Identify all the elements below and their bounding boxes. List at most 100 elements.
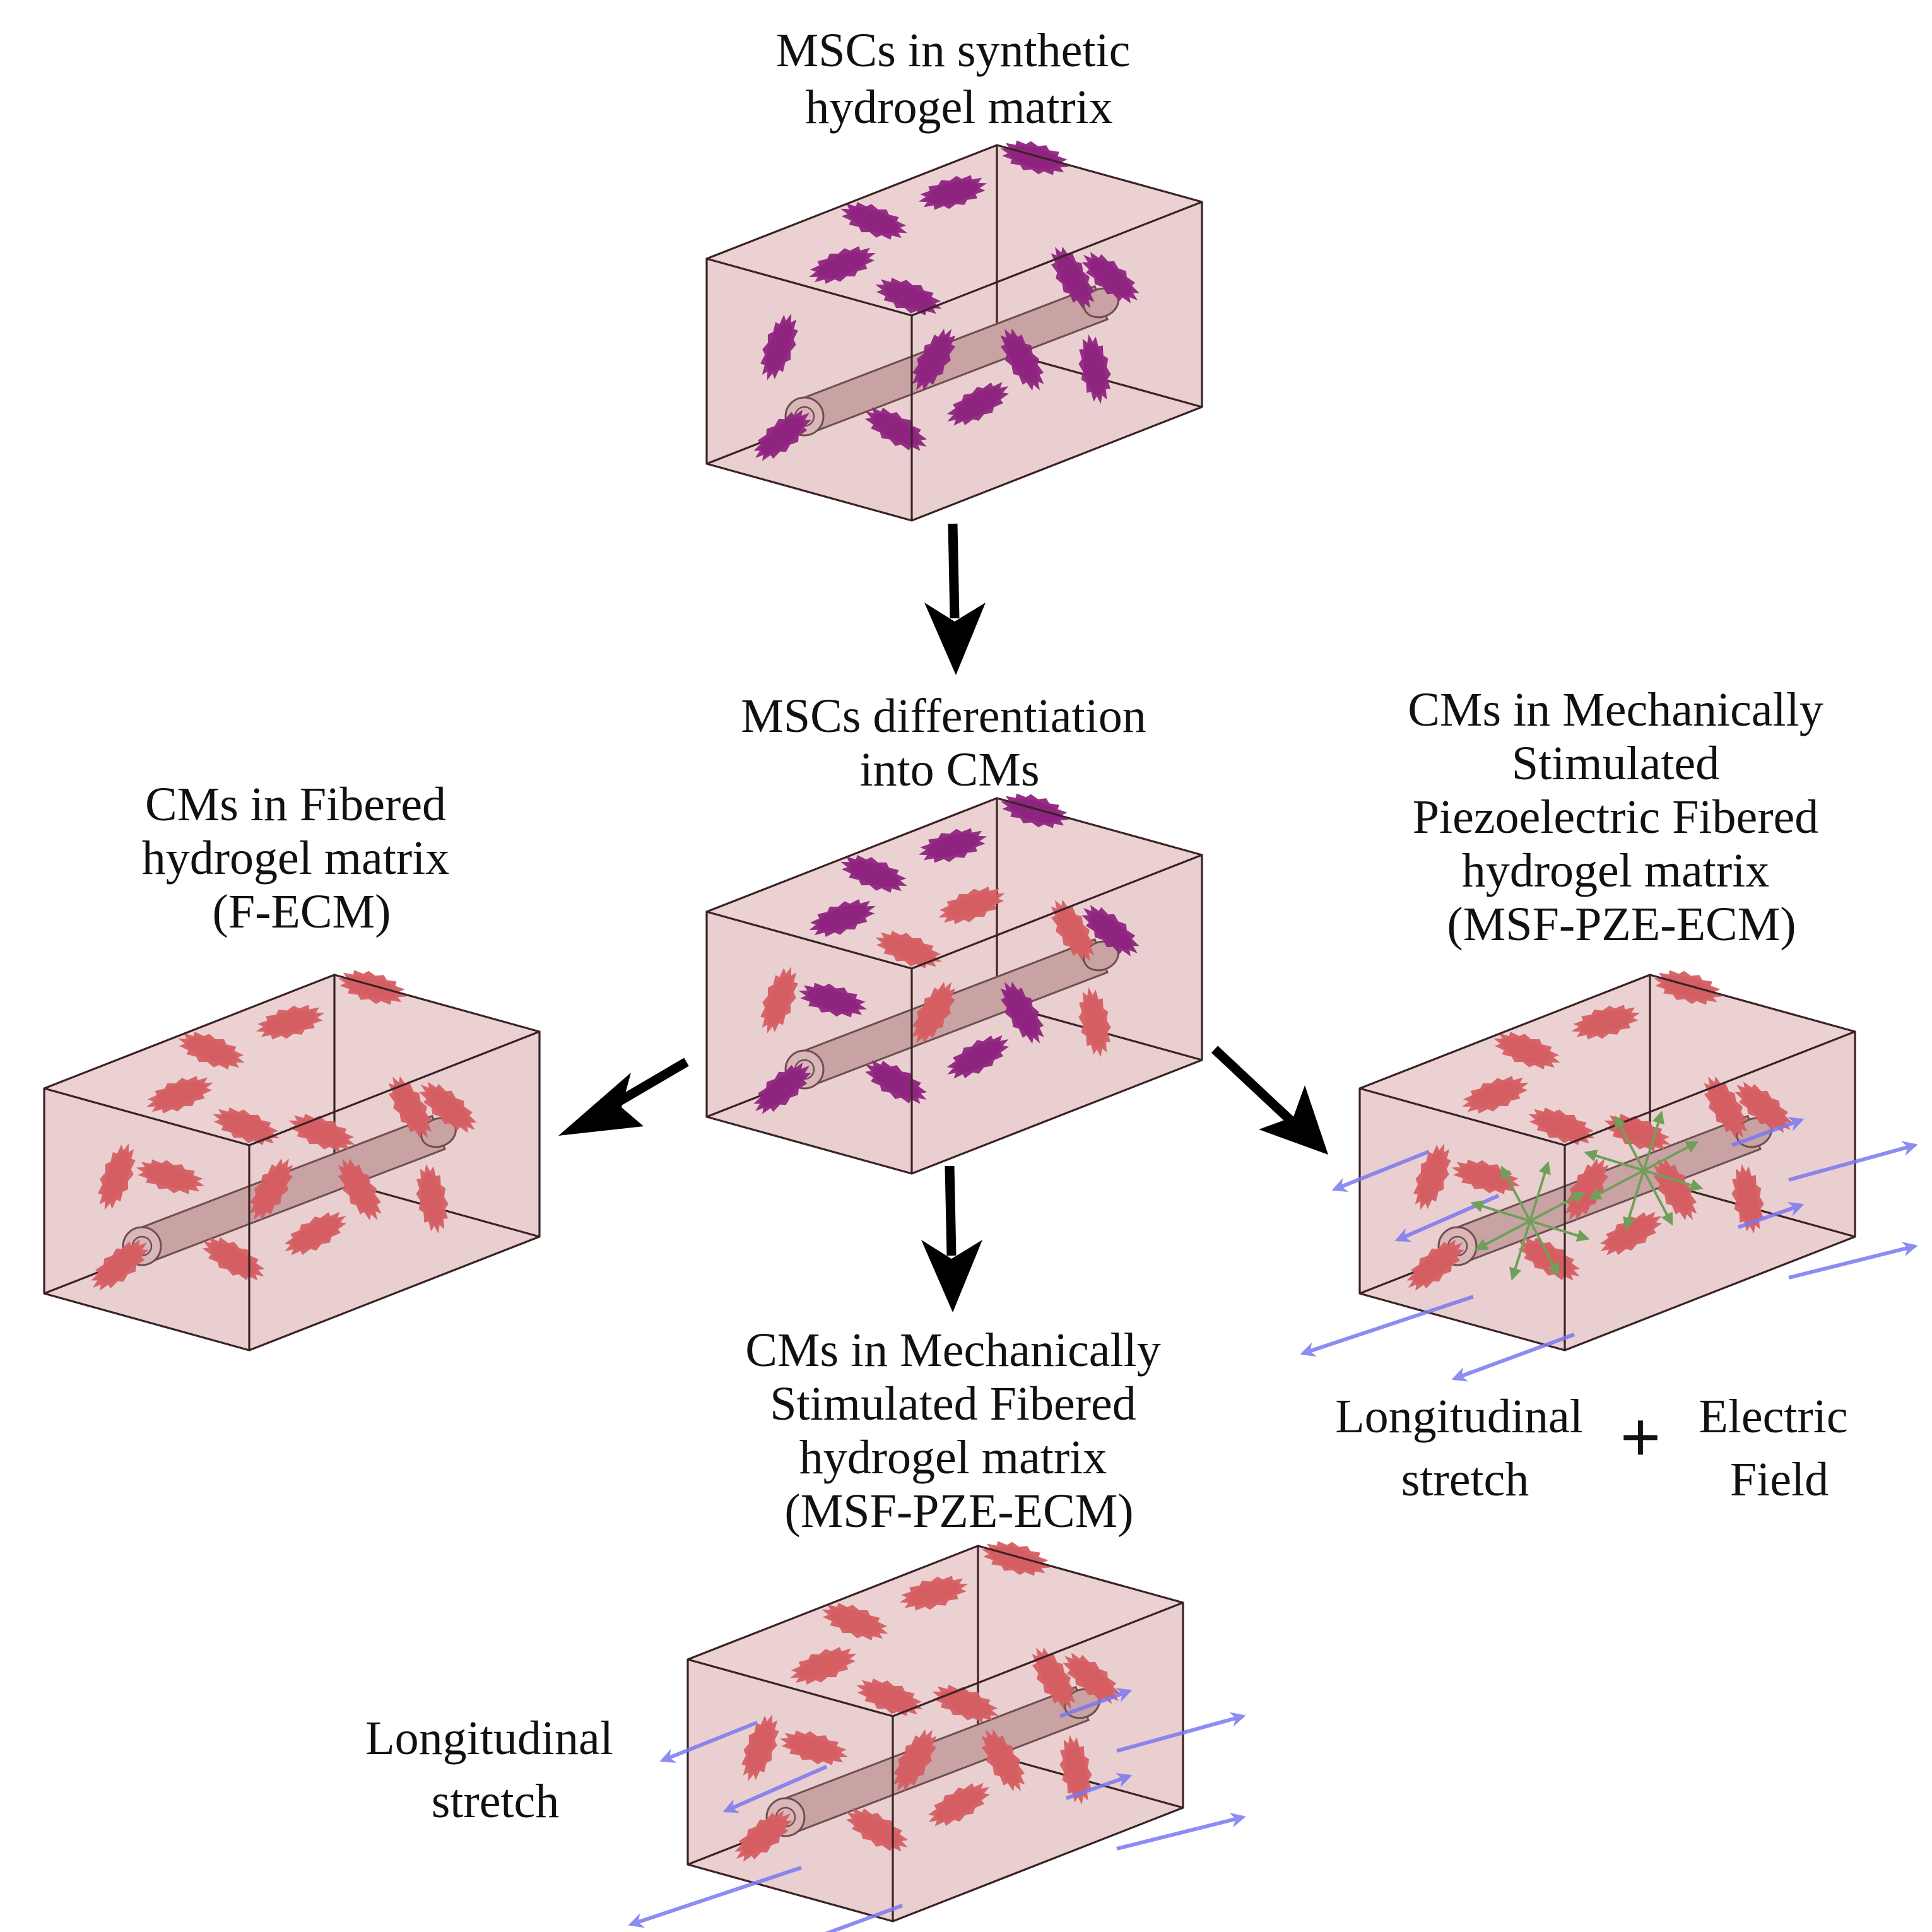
cm-cell (388, 1076, 432, 1139)
cm-cell (338, 1158, 382, 1221)
msc-cell (946, 382, 1010, 426)
msc-cell (1000, 328, 1044, 391)
cube-f-ecm (43, 970, 541, 1352)
stretch-arrow (1300, 1295, 1474, 1357)
flow-arrow-middle-to-left (558, 1057, 689, 1136)
msc-cell (760, 314, 798, 380)
stretch-arrow (722, 1765, 828, 1813)
stretch-arrow (1116, 1712, 1246, 1753)
cm-cell (1704, 1076, 1748, 1139)
cm-cell (822, 1603, 888, 1640)
cm-cell (416, 1163, 449, 1234)
msc-cell (840, 855, 907, 893)
cm-cell (899, 1576, 969, 1611)
msc-cell (1000, 981, 1044, 1044)
stretch-arrows (628, 1688, 1246, 1932)
msc-cell (918, 828, 987, 863)
stretch-arrow (1331, 1150, 1430, 1193)
field-arrow (1643, 1141, 1699, 1172)
stretch-arrow (1059, 1688, 1133, 1718)
cm-cell (284, 1211, 347, 1256)
stretch-arrow (659, 1721, 758, 1764)
cm-cell (875, 931, 942, 969)
cm-cell (760, 967, 798, 1034)
msc-cell (840, 202, 907, 240)
field-arrow (1529, 1220, 1590, 1242)
stretch-arrow (1788, 1242, 1918, 1280)
field-arrow (1642, 1110, 1664, 1171)
flow-arrow-middle-to-right (1211, 1046, 1328, 1155)
cm-cell (98, 1143, 136, 1210)
field-arrow (1529, 1220, 1560, 1276)
cube-msc-hydrogel (705, 140, 1203, 522)
field-arrow (1643, 1169, 1704, 1191)
cm-cell (856, 1678, 923, 1716)
cm-cell (213, 1107, 280, 1145)
stretch-arrow (628, 1866, 802, 1928)
msc-cell (918, 175, 987, 210)
cm-cell (91, 1239, 149, 1291)
label-electric-field: Electric Field (1699, 1390, 1859, 1506)
field-arrow (1642, 1170, 1673, 1226)
msc-cell (912, 328, 956, 391)
stretch-arrow (1116, 1813, 1246, 1851)
field-arrow (1470, 1200, 1531, 1222)
cm-cell (1462, 1076, 1529, 1114)
stretch-arrow (1451, 1333, 1576, 1382)
label-plus: + (1620, 1398, 1661, 1476)
cm-cell (1528, 1107, 1595, 1145)
label-left: CMs in Fibered hydrogel matrix (F-ECM) (142, 778, 462, 938)
field-arrow (1614, 1115, 1645, 1171)
field-arrow (1623, 1170, 1645, 1230)
label-stretch-bottom: Longitudinal stretch (365, 1712, 625, 1828)
field-arrow (1529, 1161, 1551, 1222)
msc-cell (1081, 905, 1140, 957)
cm-cell (136, 1159, 205, 1194)
label-middle: MSCs differentiation into CMs (741, 690, 1158, 796)
cm-cell (912, 981, 956, 1044)
field-arrow (1588, 1169, 1644, 1200)
cm-cell (1413, 1143, 1451, 1210)
field-arrow (1509, 1220, 1531, 1281)
field-arrow (1584, 1150, 1644, 1172)
field-arrow (1500, 1165, 1531, 1222)
cube-msf-pze-ecm (1300, 970, 1918, 1382)
cm-cell (790, 1647, 857, 1685)
msc-cell (946, 1035, 1010, 1079)
stretch-arrow (1066, 1773, 1133, 1800)
msc-cell (1078, 334, 1111, 404)
cm-cell (1059, 1735, 1092, 1805)
cm-cell (1032, 1647, 1076, 1710)
msc-cell (753, 1063, 811, 1114)
cm-cell (256, 1004, 325, 1040)
cm-cell (1493, 1032, 1560, 1069)
cm-cell (249, 1158, 293, 1221)
msc-cell (753, 409, 811, 461)
cm-cell (146, 1076, 213, 1114)
cube-msc-differentiation (705, 793, 1203, 1175)
cm-cell (893, 1729, 937, 1792)
msc-cell (798, 982, 868, 1018)
electric-field-arrows (1470, 1110, 1704, 1281)
cm-cell (419, 1081, 477, 1133)
msc-cell (1051, 246, 1095, 309)
label-bottom: CMs in Mechanically Stimulated Fibered h… (745, 1324, 1173, 1538)
msc-cell (875, 278, 942, 315)
msc-cell (809, 899, 876, 937)
stretch-arrow (825, 1904, 904, 1932)
cm-cell (1735, 1081, 1793, 1133)
flow-arrow-middle-to-bottom (921, 1165, 982, 1312)
cm-cell (734, 1810, 792, 1862)
cube-msf-ecm (628, 1541, 1246, 1932)
cm-cell (981, 1729, 1025, 1792)
flow-arrow-top-to-middle (924, 523, 986, 675)
cm-cell (1051, 899, 1095, 962)
msc-cell (809, 246, 876, 284)
cm-cell (1451, 1159, 1521, 1194)
label-stretch-right: Longitudinal stretch (1335, 1390, 1595, 1506)
stretch-arrow (1731, 1117, 1805, 1147)
cm-cell (779, 1730, 849, 1765)
stretch-arrow (1738, 1202, 1805, 1229)
label-right: CMs in Mechanically Stimulated Piezoelec… (1408, 683, 1835, 951)
cm-cell (1571, 1004, 1640, 1040)
